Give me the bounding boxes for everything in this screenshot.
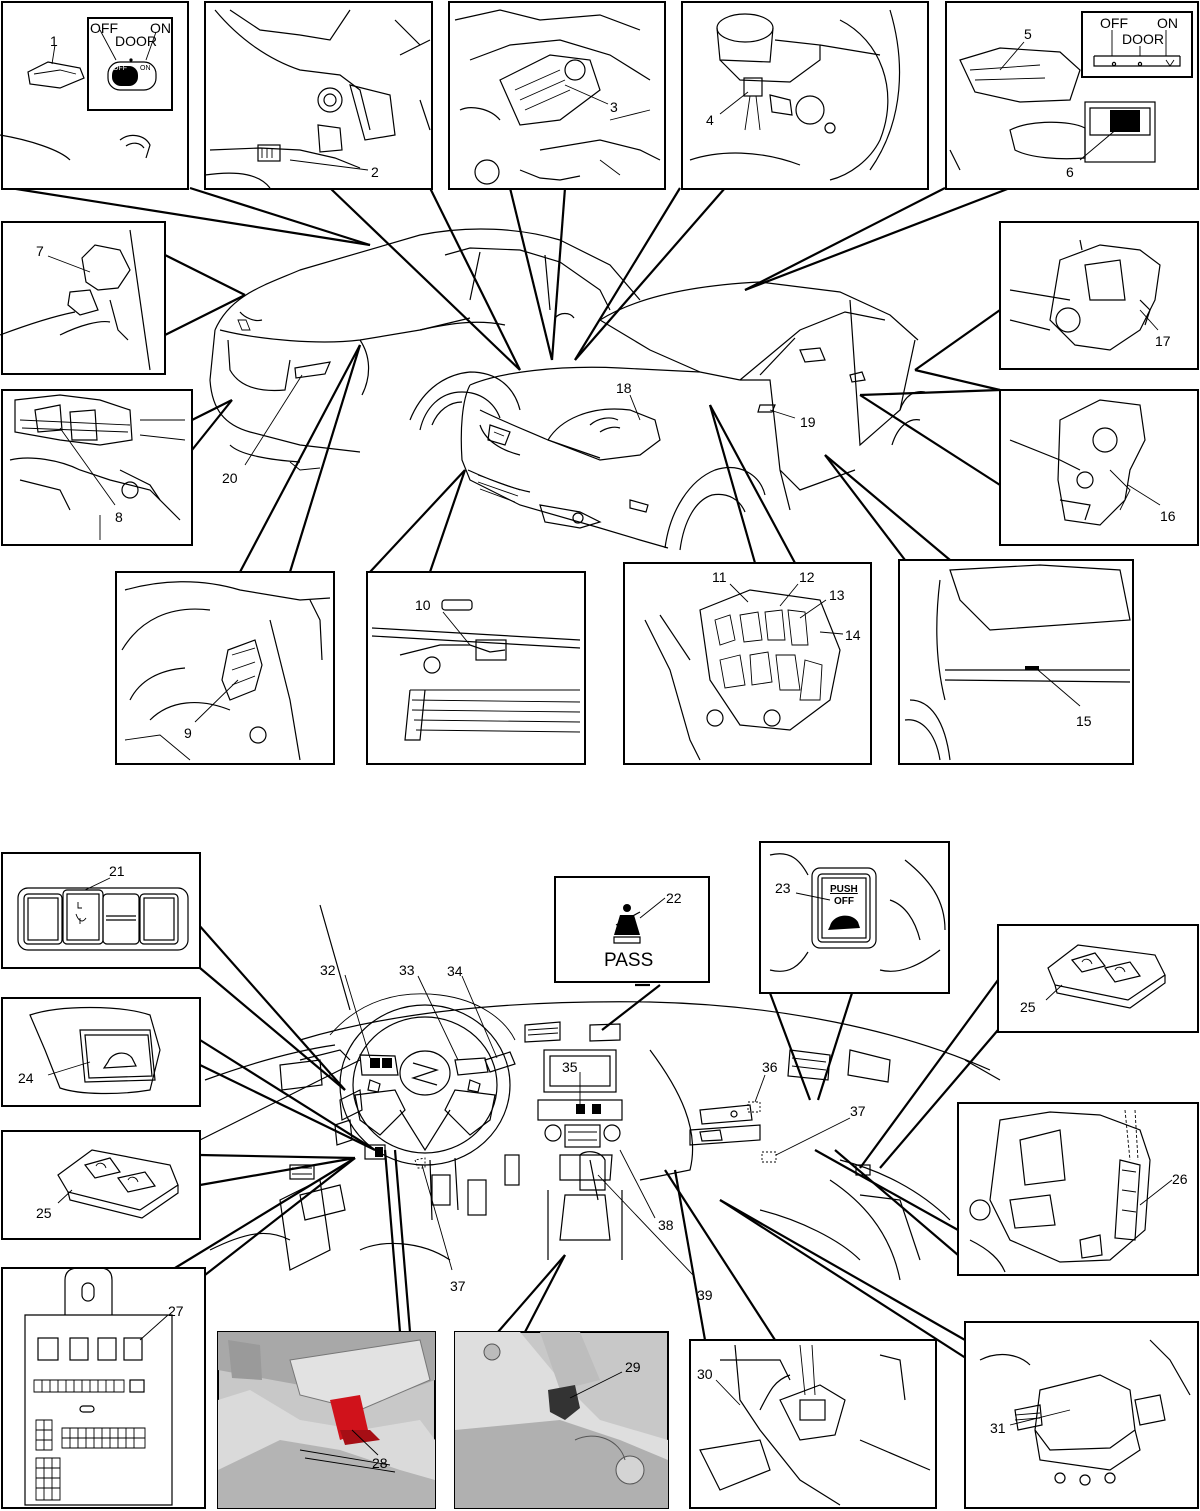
callout-36: 36 <box>762 1059 778 1075</box>
on-label-2: ON <box>1157 15 1178 31</box>
panel-3-sensor: 3 <box>448 1 666 190</box>
panel-27-fuse-block: 27 <box>1 1267 206 1509</box>
callout-30: 30 <box>697 1366 713 1382</box>
switch-on-text: ON <box>140 65 151 72</box>
panel-25-remote-left: 25 <box>1 1130 201 1240</box>
callout-9: 9 <box>184 725 192 741</box>
panel-9-controller: 9 <box>115 571 335 765</box>
callout-11: 11 <box>712 569 727 585</box>
panel-10-ambient-sensor: 10 <box>366 571 586 765</box>
panel-21-switch-bank: 21 <box>1 852 201 969</box>
panel-26-bcm: 26 <box>957 1102 1199 1276</box>
callout-27: 27 <box>168 1303 184 1319</box>
callout-16: 16 <box>1160 508 1176 524</box>
front-car-illustration <box>460 281 926 551</box>
panel-29-shaded-render: 29 <box>454 1331 669 1509</box>
callout-35: 35 <box>562 1059 578 1075</box>
callout-29: 29 <box>625 1359 641 1375</box>
panel-28-shaded-render: 28 <box>217 1331 436 1509</box>
callout-5: 5 <box>1024 26 1032 42</box>
panel-30-connector: 30 <box>689 1339 937 1509</box>
panel-11-14-fuse-box: 11 12 13 14 <box>623 562 872 765</box>
panel-15-door-sill: 15 <box>898 559 1134 765</box>
off-label: OFF <box>90 20 118 36</box>
switch-off-text: OFF <box>113 65 127 72</box>
panel-4-brake-switch: 4 <box>681 1 929 190</box>
highlighted-part <box>330 1395 368 1440</box>
rear-car-illustration <box>209 228 641 471</box>
door-label: DOOR <box>115 33 157 49</box>
callout-20-group: 20 <box>222 374 303 486</box>
panel-2-connector: 2 <box>204 1 433 190</box>
door-label-2: DOOR <box>1122 31 1164 47</box>
callout-10: 10 <box>415 597 431 613</box>
callout-28: 28 <box>372 1455 388 1471</box>
panel-25-remote-right: 25 <box>997 924 1199 1033</box>
callout-31: 31 <box>990 1420 1006 1436</box>
panel-1-dome-switch: OFF ON OFF DOOR ON 1 <box>0 1 189 190</box>
panel-8-module: 8 <box>1 389 193 546</box>
panel-5-6-room-lamp: OFF DOOR ON 5 6 <box>945 1 1199 190</box>
callout-12: 12 <box>799 569 815 585</box>
callout-37-left: 37 <box>450 1278 466 1294</box>
callout-6: 6 <box>1066 164 1074 180</box>
callout-19: 19 <box>800 414 816 430</box>
callout-21: 21 <box>109 863 125 879</box>
callout-8: 8 <box>115 509 123 525</box>
callout-3: 3 <box>610 99 618 115</box>
callout-7: 7 <box>36 243 44 259</box>
callout-13: 13 <box>829 587 845 603</box>
steering-wheel <box>329 993 516 1166</box>
callout-14: 14 <box>845 627 861 643</box>
callout-17: 17 <box>1155 333 1171 349</box>
callout-32: 32 <box>320 962 336 978</box>
callout-26: 26 <box>1172 1171 1188 1187</box>
callout-25-right: 25 <box>1020 999 1036 1015</box>
callout-39: 39 <box>697 1287 713 1303</box>
callout-37-right: 37 <box>850 1103 866 1119</box>
callout-2: 2 <box>371 164 379 180</box>
callout-33: 33 <box>399 962 415 978</box>
panel-16-door-lock: 16 <box>999 389 1199 546</box>
push-label: PUSH <box>830 884 858 895</box>
off-indicator-label: OFF <box>834 896 854 907</box>
panel-24-trunk-opener: 24 <box>1 997 201 1107</box>
callout-24: 24 <box>18 1070 34 1086</box>
callout-25-left: 25 <box>36 1205 52 1221</box>
callout-15: 15 <box>1076 713 1092 729</box>
panel-7-trunk-switch: 7 <box>0 221 166 375</box>
panel-22-pass-indicator: 22 PASS <box>554 876 710 983</box>
callout-1: 1 <box>50 33 58 49</box>
callout-34: 34 <box>447 963 463 979</box>
leader-lines-top <box>9 186 1011 573</box>
callout-23: 23 <box>775 880 791 896</box>
callout-4: 4 <box>706 112 714 128</box>
callout-22: 22 <box>666 890 682 906</box>
pass-label: PASS <box>604 950 653 971</box>
on-label: ON <box>150 20 171 36</box>
off-label-2: OFF <box>1100 15 1128 31</box>
panel-23-push-off-switch: PUSH OFF 23 <box>759 841 950 994</box>
panel-31-module: 31 <box>964 1321 1199 1509</box>
dashboard-illustration <box>199 904 1001 1281</box>
callout-38: 38 <box>658 1217 674 1233</box>
callout-18: 18 <box>616 380 632 396</box>
panel-17-door-lock: 17 <box>999 221 1199 370</box>
callout-20: 20 <box>222 470 238 486</box>
